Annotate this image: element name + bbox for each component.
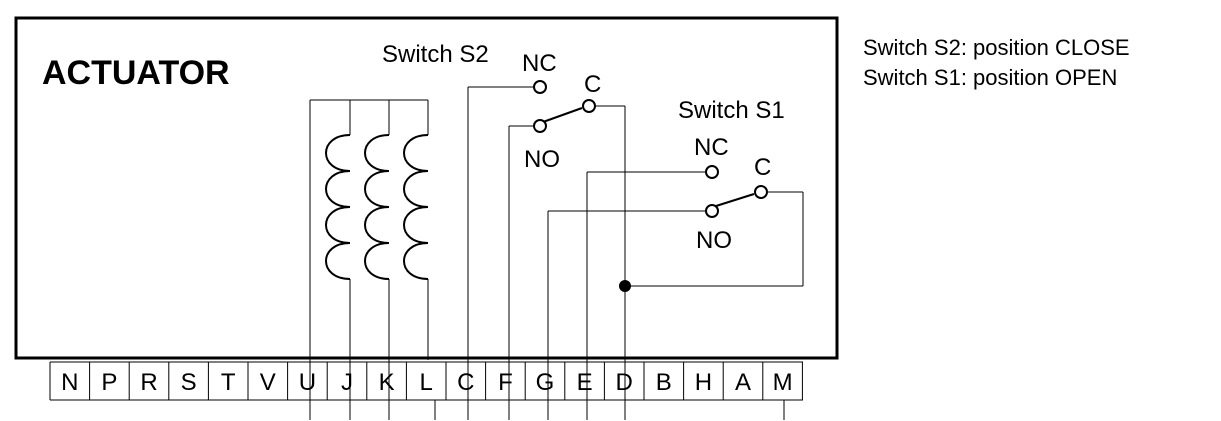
terminal-label-s: S (181, 369, 197, 396)
switch-s2: Switch S2 NC C NO (382, 41, 626, 420)
switch-s1-no-label: NO (696, 227, 732, 254)
terminal-label-d: D (616, 369, 633, 396)
switch-s1-c-label: C (754, 154, 771, 181)
terminal-label-c: C (457, 369, 474, 396)
switch-s1-nc-contact (705, 165, 719, 179)
motor-windings (309, 99, 436, 420)
switch-s2-no-label: NO (524, 146, 560, 173)
terminal-label-v: V (260, 369, 276, 396)
terminal-label-r: R (140, 369, 157, 396)
terminal-label-g: G (536, 369, 555, 396)
terminal-label-h: H (695, 369, 712, 396)
terminal-label-b: B (656, 369, 672, 396)
switch-s2-label: Switch S2 (382, 41, 489, 68)
switch-s2-c-label: C (584, 71, 601, 98)
winding-coil (403, 134, 429, 280)
terminal-label-k: K (379, 369, 395, 396)
terminal-label-p: P (101, 369, 117, 396)
switch-s2-nc-contact (533, 80, 547, 94)
terminal-label-n: N (61, 369, 78, 396)
terminal-label-j: J (341, 369, 353, 396)
switch-s1-label: Switch S1 (678, 97, 785, 124)
switch-s1-no-contact (705, 204, 719, 218)
winding-coil (325, 134, 351, 280)
terminal-label-f: F (498, 369, 513, 396)
switch-s2-nc-label: NC (522, 50, 557, 77)
note-switch-s2: Switch S2: position CLOSE (863, 35, 1130, 60)
switch-s1-c-contact (754, 185, 768, 199)
terminal-label-e: E (577, 369, 593, 396)
switch-s1-nc-label: NC (694, 134, 729, 161)
switch-s1: Switch S1 NC C NO (547, 97, 804, 420)
terminal-label-t: T (221, 369, 236, 396)
actuator-enclosure (14, 16, 839, 360)
terminal-label-m: M (773, 369, 793, 396)
winding-coil (364, 134, 390, 280)
junction-dot (619, 280, 631, 292)
terminal-label-u: U (299, 369, 316, 396)
terminal-label-a: A (735, 369, 751, 396)
switch-s2-lever (542, 107, 583, 123)
switch-s2-no-contact (533, 119, 547, 133)
switch-s2-c-contact (582, 99, 596, 113)
switch-s1-lever (715, 193, 755, 207)
actuator-title: ACTUATOR (42, 54, 230, 92)
terminal-label-l: L (420, 369, 433, 396)
note-switch-s1: Switch S1: position OPEN (863, 65, 1117, 90)
